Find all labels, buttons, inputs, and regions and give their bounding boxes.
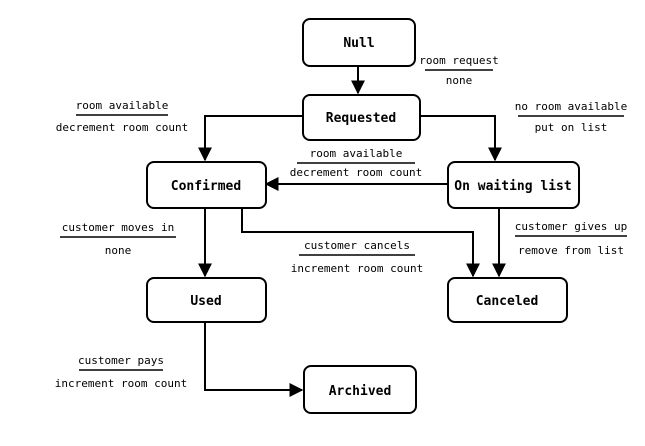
state-null: Null bbox=[302, 18, 416, 67]
transition-action: remove from list bbox=[518, 244, 624, 257]
state-canceled-label: Canceled bbox=[476, 294, 539, 309]
state-requested-label: Requested bbox=[326, 111, 396, 126]
transition-event: customer cancels bbox=[304, 239, 410, 252]
transition-event: room available bbox=[310, 147, 403, 160]
transition-event: room request bbox=[419, 54, 498, 67]
transition-label-requested-waiting: no room available put on list bbox=[515, 100, 628, 134]
transition-action: none bbox=[446, 74, 473, 87]
state-archived: Archived bbox=[303, 365, 417, 414]
state-archived-label: Archived bbox=[329, 384, 392, 399]
transition-action: decrement room count bbox=[56, 121, 188, 134]
state-used-label: Used bbox=[190, 294, 221, 309]
state-confirmed: Confirmed bbox=[146, 161, 267, 209]
transition-label-null-requested: room request none bbox=[419, 54, 498, 87]
transition-event: room available bbox=[76, 99, 169, 112]
edge-confirmed-to-canceled bbox=[241, 208, 480, 278]
state-waiting-label: On waiting list bbox=[454, 179, 571, 194]
state-requested: Requested bbox=[302, 94, 421, 141]
transition-event: customer gives up bbox=[515, 220, 628, 233]
transition-label-confirmed-canceled: customer cancels increment room count bbox=[291, 239, 423, 275]
state-null-label: Null bbox=[343, 36, 374, 51]
transition-event: customer moves in bbox=[62, 221, 175, 234]
transition-label-requested-confirmed: room available decrement room count bbox=[56, 99, 188, 134]
transition-action: increment room count bbox=[55, 377, 187, 390]
transition-label-waiting-confirmed: room available decrement room count bbox=[290, 147, 422, 179]
transition-label-confirmed-used: customer moves in none bbox=[60, 221, 176, 257]
transition-action: decrement room count bbox=[290, 166, 422, 179]
transition-event: customer pays bbox=[78, 354, 164, 367]
state-canceled: Canceled bbox=[447, 277, 568, 323]
transition-label-used-archived: customer pays increment room count bbox=[55, 354, 187, 390]
transition-action: put on list bbox=[535, 121, 608, 134]
transition-event: no room available bbox=[515, 100, 628, 113]
state-used: Used bbox=[146, 277, 267, 323]
transition-action: increment room count bbox=[291, 262, 423, 275]
transition-label-waiting-canceled: customer gives up remove from list bbox=[515, 220, 628, 257]
edge-used-to-archived bbox=[204, 322, 304, 397]
edge-requested-to-confirmed bbox=[198, 115, 303, 162]
edges bbox=[198, 66, 506, 397]
edge-requested-to-waiting bbox=[420, 115, 502, 162]
transition-action: none bbox=[105, 244, 132, 257]
state-waiting: On waiting list bbox=[447, 161, 580, 209]
state-confirmed-label: Confirmed bbox=[171, 179, 241, 194]
